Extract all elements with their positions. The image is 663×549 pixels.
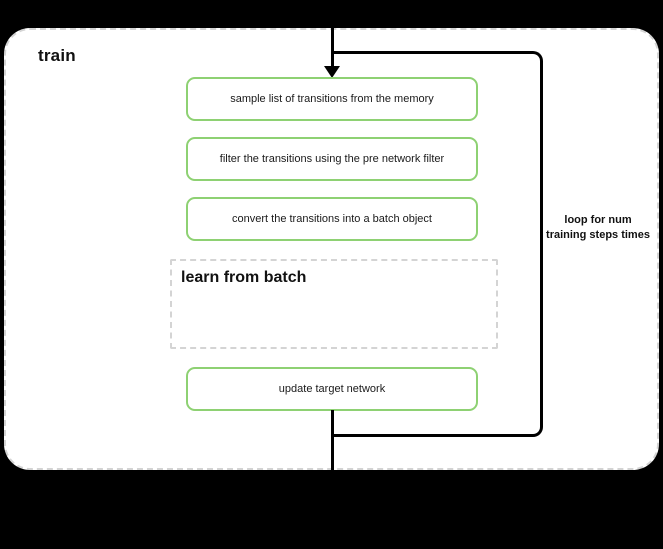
exit-line-segment bbox=[331, 410, 334, 472]
step-node-sample[interactable]: sample list of transitions from the memo… bbox=[186, 77, 478, 121]
learn-from-batch-group-label: learn from batch bbox=[181, 269, 307, 286]
learn-from-batch-group[interactable] bbox=[170, 259, 498, 349]
step-node-convert[interactable]: convert the transitions into a batch obj… bbox=[186, 197, 478, 241]
step-node-update-target-network[interactable]: update target network bbox=[186, 367, 478, 411]
loop-path-top-segment bbox=[331, 51, 543, 67]
loop-path-right-segment bbox=[540, 64, 543, 424]
entry-line-segment-top bbox=[331, 0, 334, 52]
train-title-label: train bbox=[38, 46, 76, 65]
step-node-filter[interactable]: filter the transitions using the pre net… bbox=[186, 137, 478, 181]
step-node-convert-label: convert the transitions into a batch obj… bbox=[232, 212, 432, 225]
loop-annotation-label: loop for num training steps times bbox=[546, 214, 650, 241]
step-node-filter-label: filter the transitions using the pre net… bbox=[219, 152, 445, 165]
step-node-update-target-network-label: update target network bbox=[278, 382, 386, 395]
step-node-sample-label: sample list of transitions from the memo… bbox=[230, 92, 434, 105]
arrow-down-icon bbox=[324, 66, 340, 78]
loop-path-bottom-segment bbox=[331, 421, 543, 437]
